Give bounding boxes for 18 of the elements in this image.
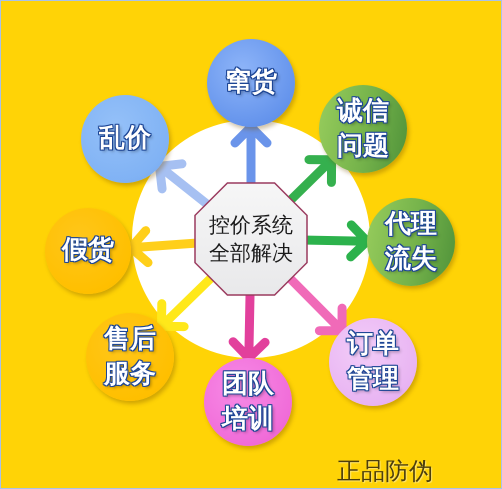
circle-label: 假货 (60, 234, 115, 268)
circle-label: 代理流失 (383, 208, 438, 276)
circle-label: 售后服务 (102, 322, 157, 391)
topic-circle (329, 318, 417, 406)
center-label: 控价系统全部解决 (208, 212, 294, 267)
tagline: 正品防伪 (337, 456, 433, 487)
topic-circle (204, 358, 292, 446)
arrow (286, 275, 347, 336)
circle-label: 团队培训 (220, 368, 275, 436)
circle-label: 诚信问题 (336, 94, 390, 163)
circle-label: 订单管理 (346, 328, 400, 396)
topic-circle (319, 85, 407, 173)
arrow (287, 155, 336, 204)
arrow (157, 274, 215, 332)
arrow (155, 159, 211, 208)
circle-label: 窜货 (224, 66, 278, 100)
circle-label: 乱价 (98, 122, 152, 156)
topic-circle (367, 198, 455, 286)
